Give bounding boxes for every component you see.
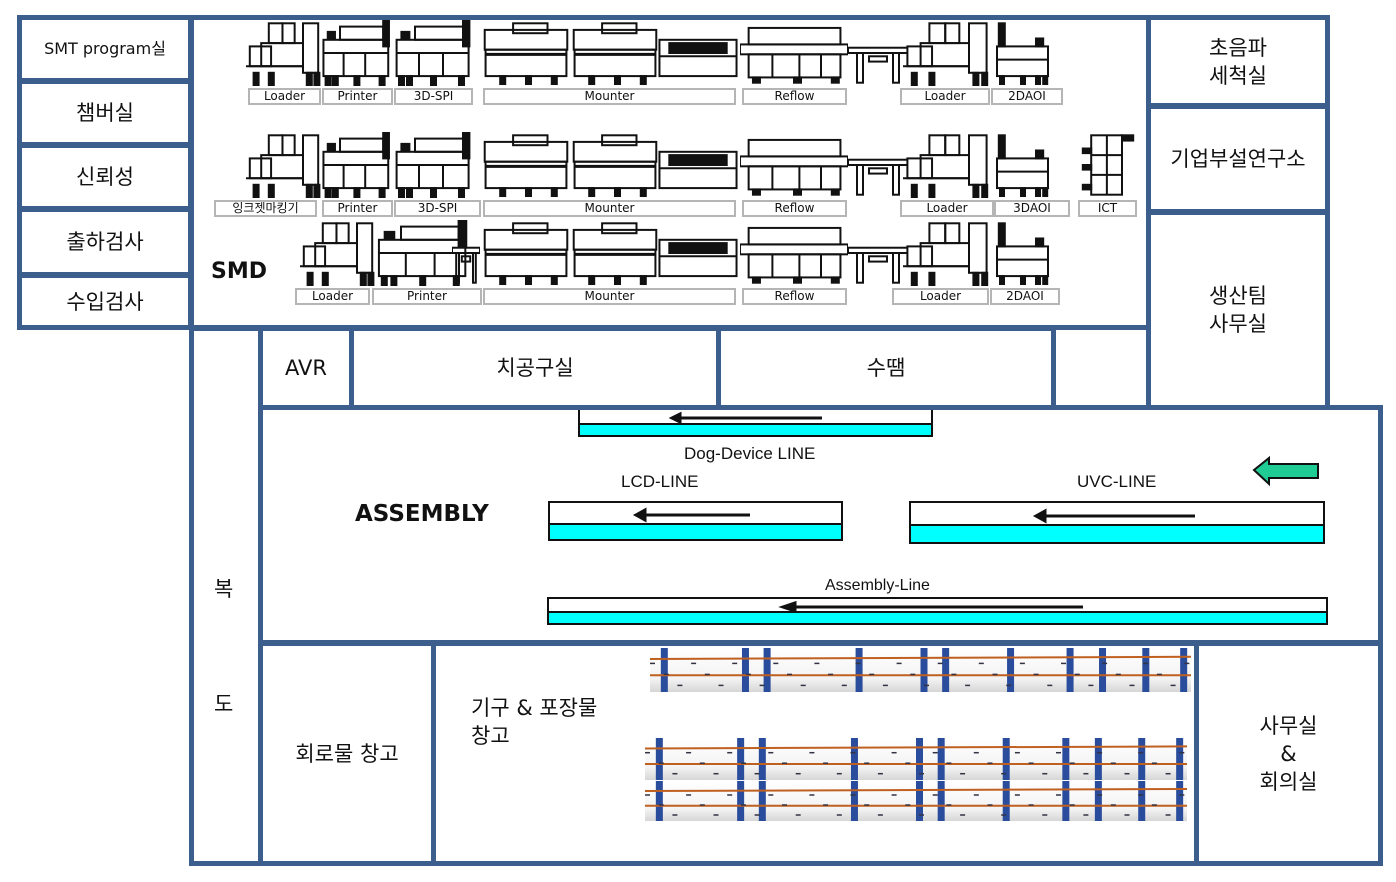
station-label: Mounter (483, 88, 736, 105)
room-hand-soldering: 수땜 (716, 326, 1056, 410)
station-label: Printer (322, 200, 393, 217)
dog-device-line (578, 410, 933, 437)
room-circuit-warehouse: 회로물 창고 (258, 641, 436, 866)
storage-rack (645, 781, 1187, 821)
printer-machine-icon (322, 20, 390, 86)
room-label: SMT program실 (44, 39, 166, 58)
uvc-line-label: UVC-LINE (1077, 472, 1157, 491)
printer-machine-icon (395, 20, 471, 86)
station-label: Reflow (742, 288, 847, 305)
arrow-left-icon (668, 411, 822, 425)
reflow-machine-icon (740, 226, 848, 284)
conveyor-machine-icon (848, 158, 908, 196)
station-label: Mounter (483, 200, 736, 217)
room-label: 생산팀 사무실 (1209, 284, 1267, 336)
station-label: 3D-SPI (394, 200, 481, 217)
storage-rack (645, 738, 1187, 780)
station-label: Loader (248, 88, 321, 105)
lcd-line (548, 501, 843, 541)
corridor-label-1: 복 (214, 577, 234, 601)
reflow-machine-icon (740, 26, 848, 84)
station-label: Reflow (742, 88, 847, 105)
ict-machine-icon (1081, 134, 1135, 196)
room-label: 치공구실 (496, 356, 574, 380)
reflowpre-machine-icon (658, 38, 738, 78)
printer-machine-icon (395, 132, 471, 198)
reflow-machine-icon (740, 138, 848, 196)
station-label: Printer (322, 88, 393, 105)
station-label: 3DAOI (994, 200, 1070, 217)
loader-machine-icon (300, 222, 375, 286)
station-label: Printer (372, 288, 482, 305)
mounter-machine-icon (572, 222, 658, 286)
mounter-machine-icon (483, 134, 569, 198)
arrow-left-icon (632, 507, 750, 523)
station-label: 잉크젯마킹기 (214, 200, 317, 217)
dog-device-line-label: Dog-Device LINE (684, 444, 816, 463)
station-label: Loader (892, 288, 989, 305)
loader-machine-icon (246, 22, 321, 86)
loader-machine-icon (903, 222, 989, 286)
room-production-office: 생산팀 사무실 (1146, 210, 1330, 410)
conveyor-machine-icon (848, 246, 908, 284)
station-label: Loader (900, 88, 990, 105)
arrow-left-icon (1032, 508, 1195, 524)
corridor-label-2: 도 (214, 692, 234, 716)
station-label: 2DAOI (991, 88, 1063, 105)
mounter-machine-icon (572, 22, 658, 86)
room-office-meeting: 사무실 & 회의실 (1194, 641, 1383, 866)
room-incoming-inspection: 수입검사 (17, 273, 193, 330)
room-label: 초음파 세척실 (1209, 35, 1267, 88)
station-label: Reflow (742, 200, 847, 217)
printer-machine-icon (322, 132, 390, 198)
station-label: 2DAOI (990, 288, 1060, 305)
smd-title: SMD (211, 259, 267, 284)
loader-machine-icon (903, 22, 989, 86)
aoi-machine-icon (996, 222, 1049, 286)
storage-rack (650, 648, 1191, 692)
conveyor-machine-icon (848, 46, 908, 84)
packaging-warehouse-label: 기구 & 포장물 창고 (471, 696, 598, 748)
room-label: 수입검사 (66, 289, 144, 314)
room-label: 출하검사 (66, 230, 144, 254)
room-label: 사무실 & 회의실 (1259, 713, 1318, 794)
reflowpre-machine-icon (658, 150, 738, 190)
station-label: 3D-SPI (394, 88, 473, 105)
loader-machine-icon (903, 134, 989, 198)
station-label: Loader (295, 288, 370, 305)
room-ultrasonic-cleaning: 초음파 세척실 (1146, 15, 1330, 108)
mounter-machine-icon (483, 22, 569, 86)
room-label: AVR (285, 356, 327, 380)
station-label: ICT (1078, 200, 1137, 217)
room-label: 수땜 (866, 356, 906, 380)
station-label: Mounter (483, 288, 736, 305)
aoi-machine-icon (996, 22, 1049, 86)
assembly-line (547, 597, 1328, 625)
room-label: 기업부설연구소 (1170, 147, 1306, 171)
mounter-machine-icon (483, 222, 569, 286)
assembly-line-label: Assembly-Line (825, 577, 930, 594)
room-rnd-lab: 기업부설연구소 (1146, 104, 1330, 214)
arrow-left-icon (778, 600, 1083, 614)
mounter-machine-icon (572, 134, 658, 198)
corridor (189, 326, 263, 866)
room-label: 회로물 창고 (295, 741, 399, 766)
conveyor-machine-icon (452, 246, 480, 284)
loader-machine-icon (246, 134, 321, 198)
room-label: 신뢰성 (76, 165, 134, 189)
room-label: 챔버실 (76, 101, 134, 125)
station-label: Loader (900, 200, 994, 217)
lcd-line-label: LCD-LINE (621, 472, 699, 491)
uvc-line (909, 501, 1325, 544)
flow-direction-arrow-icon (1252, 455, 1319, 487)
aoi-machine-icon (996, 134, 1049, 198)
reflowpre-machine-icon (658, 238, 738, 278)
assembly-title: ASSEMBLY (355, 501, 489, 527)
